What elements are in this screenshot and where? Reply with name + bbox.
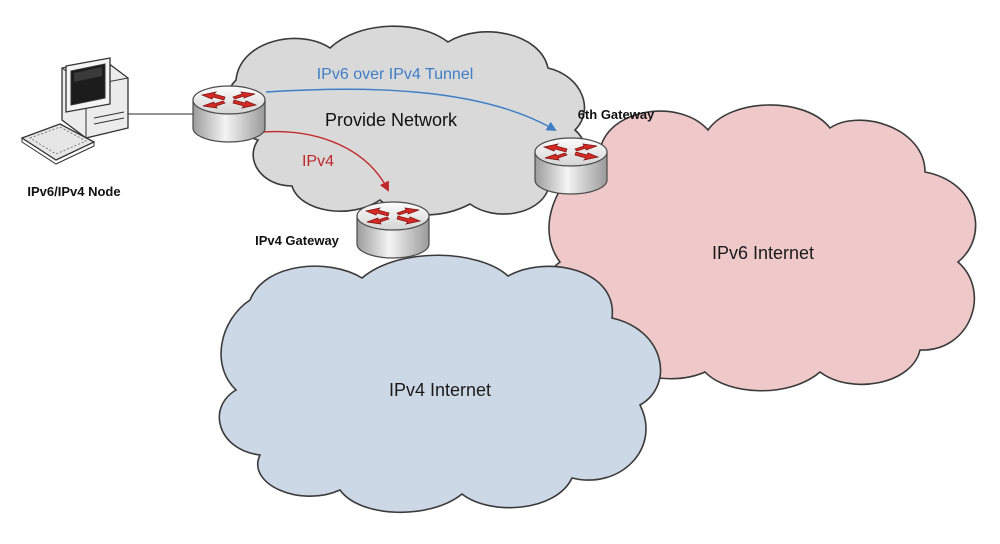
ipv4-gateway-label: IPv4 Gateway: [255, 233, 340, 248]
ipv6-gateway-label: 6th Gateway: [578, 107, 655, 122]
ipv6-internet-label: IPv6 Internet: [712, 243, 814, 263]
tunnel-label: IPv6 over IPv4 Tunnel: [317, 66, 474, 83]
ipv4-gateway-router-icon: [356, 201, 430, 259]
host-node-label: IPv6/IPv4 Node: [27, 184, 120, 199]
tunnel-link: [265, 88, 557, 132]
ipv4-link-label: IPv4: [302, 153, 334, 170]
ipv4-internet-label: IPv4 Internet: [389, 380, 491, 400]
ipv4-internet-cloud: [218, 254, 662, 514]
provider-network-label: Provide Network: [325, 110, 458, 130]
computer-icon: [20, 57, 129, 165]
ipv4-cloud-shape: [218, 254, 662, 514]
host-router-icon: [192, 85, 266, 143]
ipv6-gateway-router-icon: [534, 137, 608, 195]
ipv4-link: [261, 130, 389, 192]
